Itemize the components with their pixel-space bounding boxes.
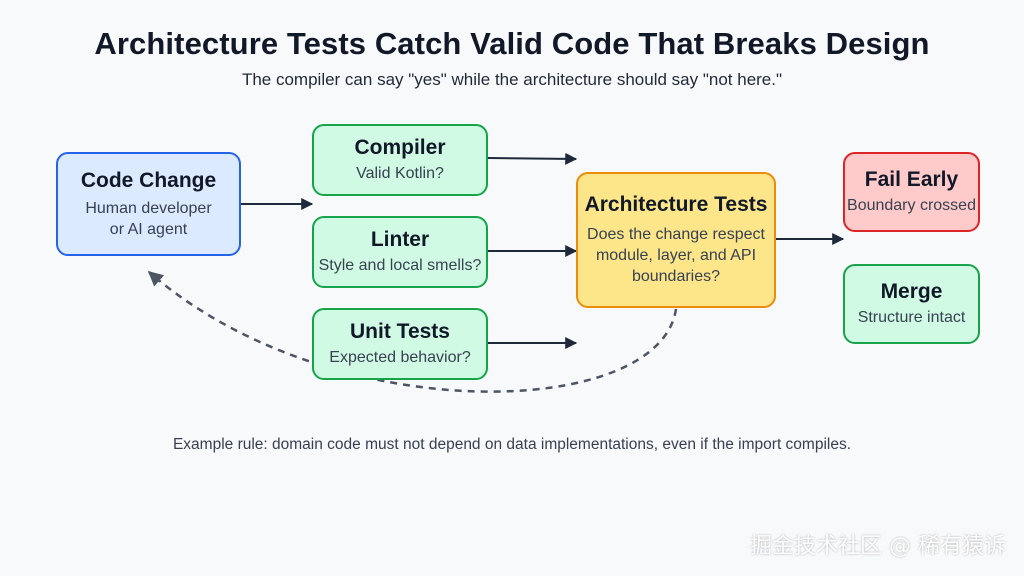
compiler-desc: Valid Kotlin?	[356, 165, 444, 183]
edge-compiler-to-architecture	[487, 152, 578, 165]
edge-feedback-to-codechange	[147, 271, 678, 393]
architecture-tests-desc-line2: module, layer, and API	[595, 247, 757, 265]
fail-early-node: Fail Early Boundary crossed	[843, 152, 980, 232]
diagram-title: Architecture Tests Catch Valid Code That…	[94, 26, 930, 61]
linter-label: Linter	[370, 228, 430, 251]
unit-tests-desc: Expected behavior?	[329, 349, 471, 367]
compiler-label: Compiler	[354, 136, 446, 159]
architecture-tests-desc-line1: Does the change respect	[587, 226, 765, 244]
fail-early-label: Fail Early	[864, 168, 959, 191]
code-change-desc-line1: Human developer	[85, 199, 212, 217]
merge-label: Merge	[880, 280, 943, 303]
example-rule-caption: Example rule: domain code must not depen…	[172, 436, 852, 453]
code-change-desc-line2: or AI agent	[109, 220, 188, 238]
unit-tests-node: Unit Tests Expected behavior?	[312, 308, 488, 380]
diagram-subtitle: The compiler can say "yes" while the arc…	[241, 70, 783, 89]
linter-node: Linter Style and local smells?	[312, 216, 488, 288]
linter-desc: Style and local smells?	[318, 257, 482, 275]
code-change-node: Code Change Human developer or AI agent	[56, 152, 241, 256]
merge-desc: Structure intact	[857, 309, 966, 327]
fail-early-desc: Boundary crossed	[847, 197, 976, 215]
architecture-tests-desc-line3: boundaries?	[631, 267, 721, 285]
architecture-tests-label: Architecture Tests	[584, 193, 768, 217]
unit-tests-label: Unit Tests	[350, 320, 450, 343]
watermark: 掘金技术社区 @ 稀有猿诉	[750, 534, 1006, 559]
compiler-node: Compiler Valid Kotlin?	[312, 124, 488, 196]
code-change-label: Code Change	[80, 168, 217, 192]
merge-node: Merge Structure intact	[843, 264, 980, 344]
architecture-tests-node: Architecture Tests Does the change respe…	[576, 172, 776, 308]
